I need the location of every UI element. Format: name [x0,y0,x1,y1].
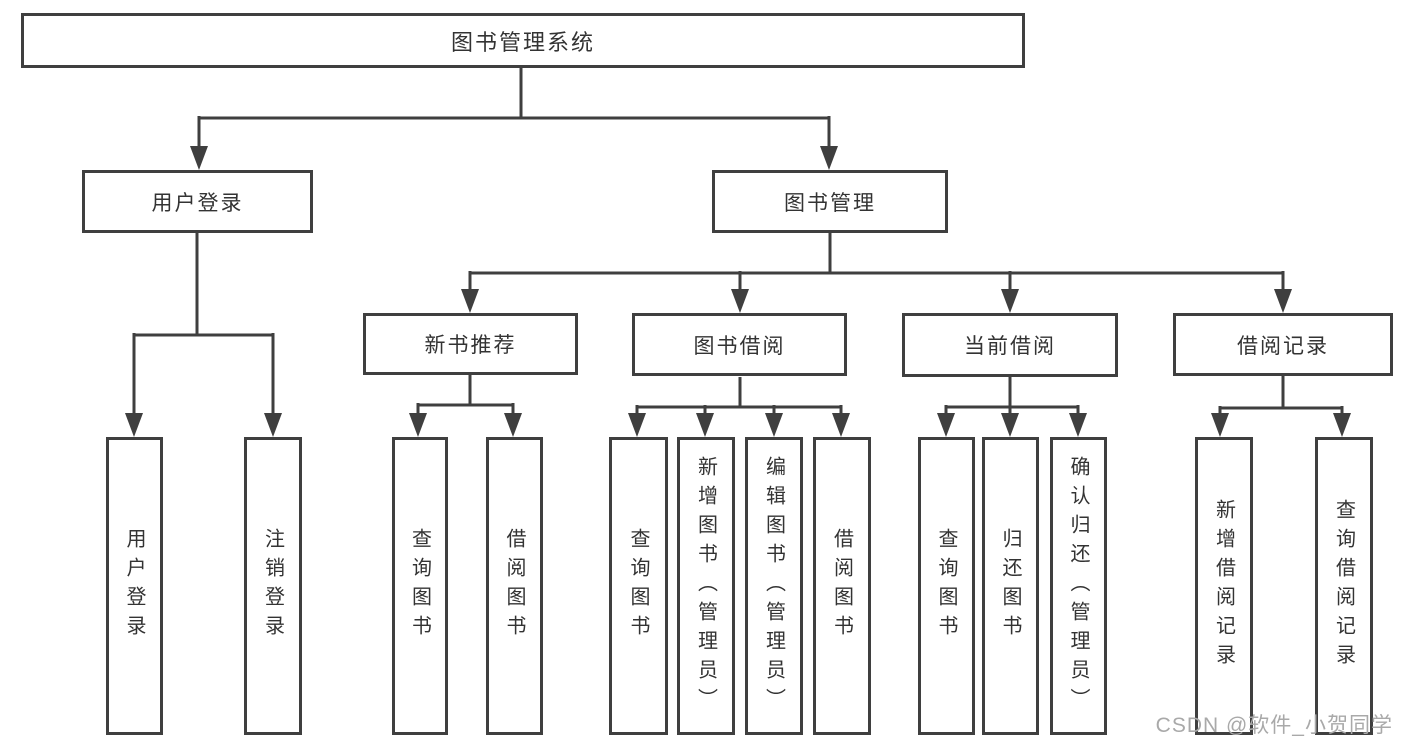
leaf-current-return-book: 归还图书 [982,437,1039,735]
arrowhead [820,146,838,170]
node-book-borrow: 图书借阅 [632,313,847,376]
connector-newbook-to-leaves [416,375,515,416]
arrowhead [409,413,427,437]
leaf-newbook-query-book: 查询图书 [392,437,448,735]
leaf-newbook-borrow-book: 借阅图书 [486,437,543,735]
leaf-current-confirm-return-admin: 确认归还（管理员） [1050,437,1107,735]
connector-bookmgmt-to-level3 [468,233,1285,293]
arrowhead [504,413,522,437]
connector-bookborrow-to-leaves [635,377,843,416]
leaf-user-login: 用户登录 [106,437,163,735]
leaf-borrow-add-book-admin: 新增图书（管理员） [677,437,735,735]
connector-userlogin-to-leaves [132,233,275,415]
csdn-watermark: CSDN @软件_小贺同学 [1155,714,1393,737]
node-current-borrow: 当前借阅 [902,313,1118,377]
connector-currentborrow-to-leaves [944,377,1080,416]
arrowhead [461,289,479,313]
arrowhead [1333,413,1351,437]
arrowhead [1001,413,1019,437]
node-library-management-system: 图书管理系统 [21,13,1025,68]
node-book-management: 图书管理 [712,170,948,233]
arrowhead [832,413,850,437]
arrowhead [696,413,714,437]
arrowhead [190,146,208,170]
arrowhead [1274,289,1292,313]
arrowhead [125,413,143,437]
leaf-record-query-record: 查询借阅记录 [1315,437,1373,735]
leaf-borrow-edit-book-admin: 编辑图书（管理员） [745,437,803,735]
arrowhead [1001,289,1019,313]
arrowhead [731,289,749,313]
node-borrow-record: 借阅记录 [1173,313,1393,376]
connector-borrowrecord-to-leaves [1218,376,1344,416]
leaf-current-query-book: 查询图书 [918,437,975,735]
arrowhead [1069,413,1087,437]
arrowhead [1211,413,1229,437]
leaf-logout: 注销登录 [244,437,302,735]
arrowhead [628,413,646,437]
arrowhead [264,413,282,437]
arrowhead [937,413,955,437]
node-new-book-recommend: 新书推荐 [363,313,578,375]
leaf-borrow-borrow-book: 借阅图书 [813,437,871,735]
arrowhead [765,413,783,437]
leaf-record-add-record: 新增借阅记录 [1195,437,1253,735]
connector-root-to-level2 [197,68,831,150]
node-user-login: 用户登录 [82,170,313,233]
leaf-borrow-query-book: 查询图书 [609,437,668,735]
